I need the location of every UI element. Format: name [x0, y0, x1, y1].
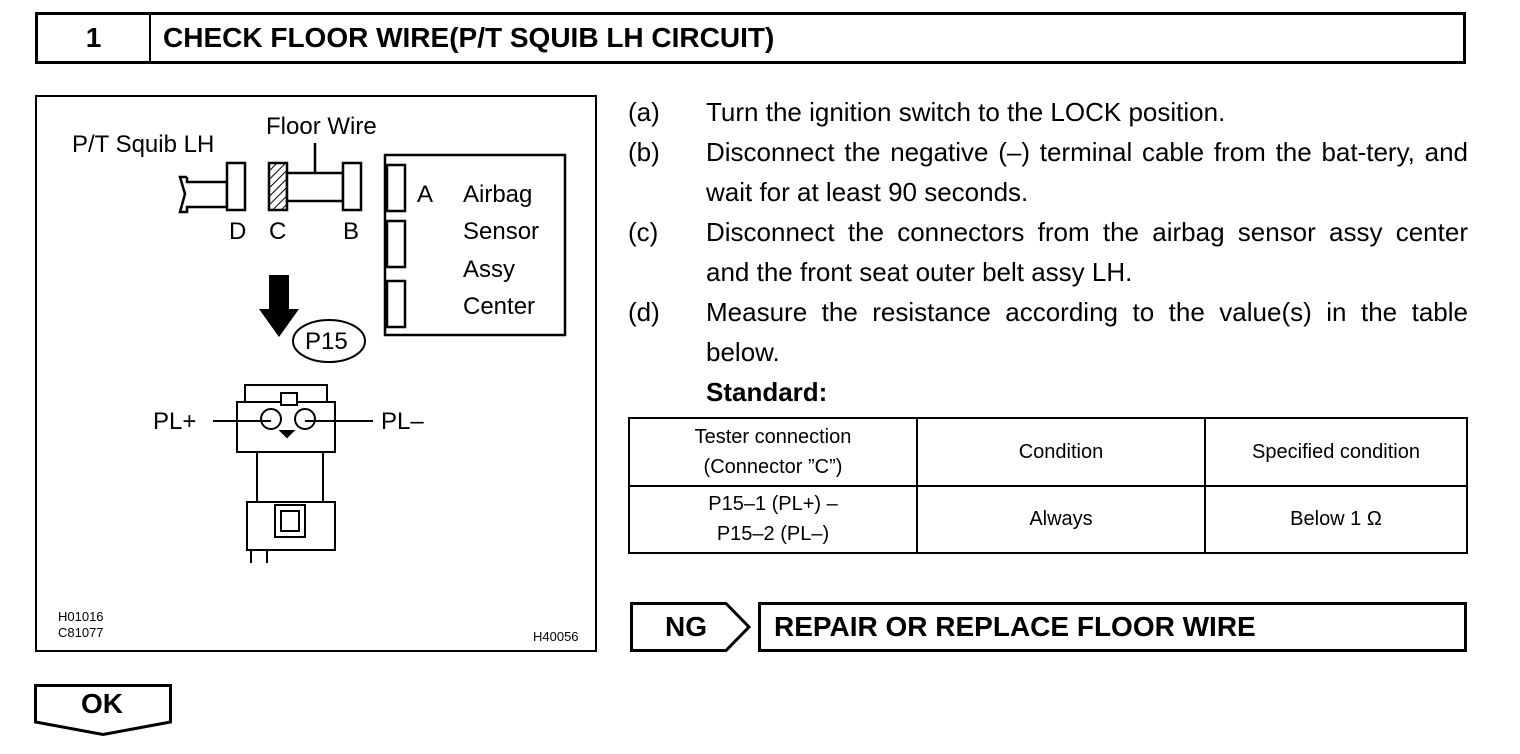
step-text: Disconnect the connectors from the airba…: [706, 217, 1468, 287]
header-tester-line1: Tester connection: [694, 425, 852, 448]
connector-b-label: B: [343, 218, 360, 245]
connector-c-label: C: [269, 218, 287, 245]
step-letter: (a): [628, 97, 660, 127]
floor-wire-body: [285, 171, 345, 203]
connector-key: [280, 392, 298, 406]
step-b: (b) Disconnect the negative (–) terminal…: [628, 132, 1468, 212]
header-tester-line2: (Connector ”C”): [703, 455, 843, 478]
connector-b: [341, 161, 363, 212]
header-condition: Condition: [916, 417, 1206, 487]
p15-label: P15: [305, 328, 348, 355]
step-title: CHECK FLOOR WIRE(P/T SQUIB LH CIRCUIT): [163, 22, 775, 53]
p15-bubble: [292, 319, 366, 363]
ok-arrow-shape: [34, 684, 172, 736]
spec-table: Tester connection (Connector ”C”) Condit…: [628, 417, 1468, 554]
connector-a-slot1: [385, 163, 407, 213]
step-letter: (c): [628, 217, 659, 247]
table-row: P15–1 (PL+) – P15–2 (PL–) Always Below 1…: [628, 484, 1468, 554]
ok-label: OK: [81, 688, 123, 719]
cell-tester-line2: P15–2 (PL–): [716, 523, 830, 546]
airbag-label-line2: Sensor: [463, 218, 540, 245]
table-header-row: Tester connection (Connector ”C”) Condit…: [628, 417, 1468, 487]
step-text: Measure the resistance according to the …: [706, 297, 1468, 367]
squib-plug: [178, 175, 229, 214]
airbag-label-line1: Airbag: [463, 181, 533, 208]
squib-label: P/T Squib LH: [72, 131, 215, 158]
terminal-pl-minus: [294, 408, 316, 430]
airbag-sensor-box: [383, 153, 567, 337]
terminal-marker: [278, 430, 296, 439]
figure-code-1: H01016: [58, 609, 104, 624]
cell-specified-condition: Below 1 Ω: [1204, 484, 1468, 554]
wiring-diagram: [178, 143, 567, 563]
connector-a-label: A: [417, 181, 434, 208]
header-specified-condition: Specified condition: [1204, 417, 1468, 487]
connector-illustration: P/T Squib LH Floor Wire D C B A Airbag S…: [35, 95, 597, 652]
terminal-pl-plus: [260, 408, 282, 430]
connector-face: [236, 401, 336, 453]
header-tester-connection: Tester connection (Connector ”C”): [628, 417, 918, 487]
procedure-steps: (a) Turn the ignition switch to the LOCK…: [628, 92, 1468, 412]
connector-mid: [256, 451, 324, 503]
cell-tester-connection: P15–1 (PL+) – P15–2 (PL–): [628, 484, 918, 554]
ng-action: REPAIR OR REPLACE FLOOR WIRE: [758, 602, 1467, 652]
step-text: Disconnect the negative (–) terminal cab…: [706, 137, 1468, 207]
pl-minus-label: PL–: [381, 408, 424, 435]
standard-label: Standard:: [706, 377, 828, 407]
step-letter: (b): [628, 137, 660, 167]
figure-code-3: H40056: [533, 629, 579, 644]
step-a: (a) Turn the ignition switch to the LOCK…: [628, 92, 1468, 132]
connector-a-slot3: [385, 279, 407, 329]
connector-a-slot2: [385, 219, 407, 269]
step-header: 1 CHECK FLOOR WIRE(P/T SQUIB LH CIRCUIT): [35, 12, 1466, 64]
step-letter: (d): [628, 297, 660, 327]
connector-d-label: D: [229, 218, 247, 245]
step-number: 1: [38, 15, 151, 61]
pl-plus-label: PL+: [153, 408, 197, 435]
step-text: Turn the ignition switch to the LOCK pos…: [706, 97, 1226, 127]
ng-arrow-shape: [630, 602, 752, 652]
airbag-label-line3: Assy: [463, 256, 516, 283]
ng-tag: NG: [630, 602, 752, 652]
step-d: (d) Measure the resistance according to …: [628, 292, 1468, 372]
cell-condition: Always: [916, 484, 1206, 554]
connector-latch-inner: [280, 510, 300, 532]
ng-label: NG: [665, 611, 707, 642]
figure-code-2: C81077: [58, 625, 104, 640]
cell-tester-line1: P15–1 (PL+) –: [708, 493, 838, 516]
floor-wire-label: Floor Wire: [266, 113, 377, 140]
airbag-label-line4: Center: [463, 293, 536, 320]
ok-tag: OK: [34, 684, 172, 736]
down-arrow: [259, 275, 299, 337]
connector-c: [267, 161, 289, 212]
connector-d: [225, 161, 247, 212]
step-c: (c) Disconnect the connectors from the a…: [628, 212, 1468, 292]
